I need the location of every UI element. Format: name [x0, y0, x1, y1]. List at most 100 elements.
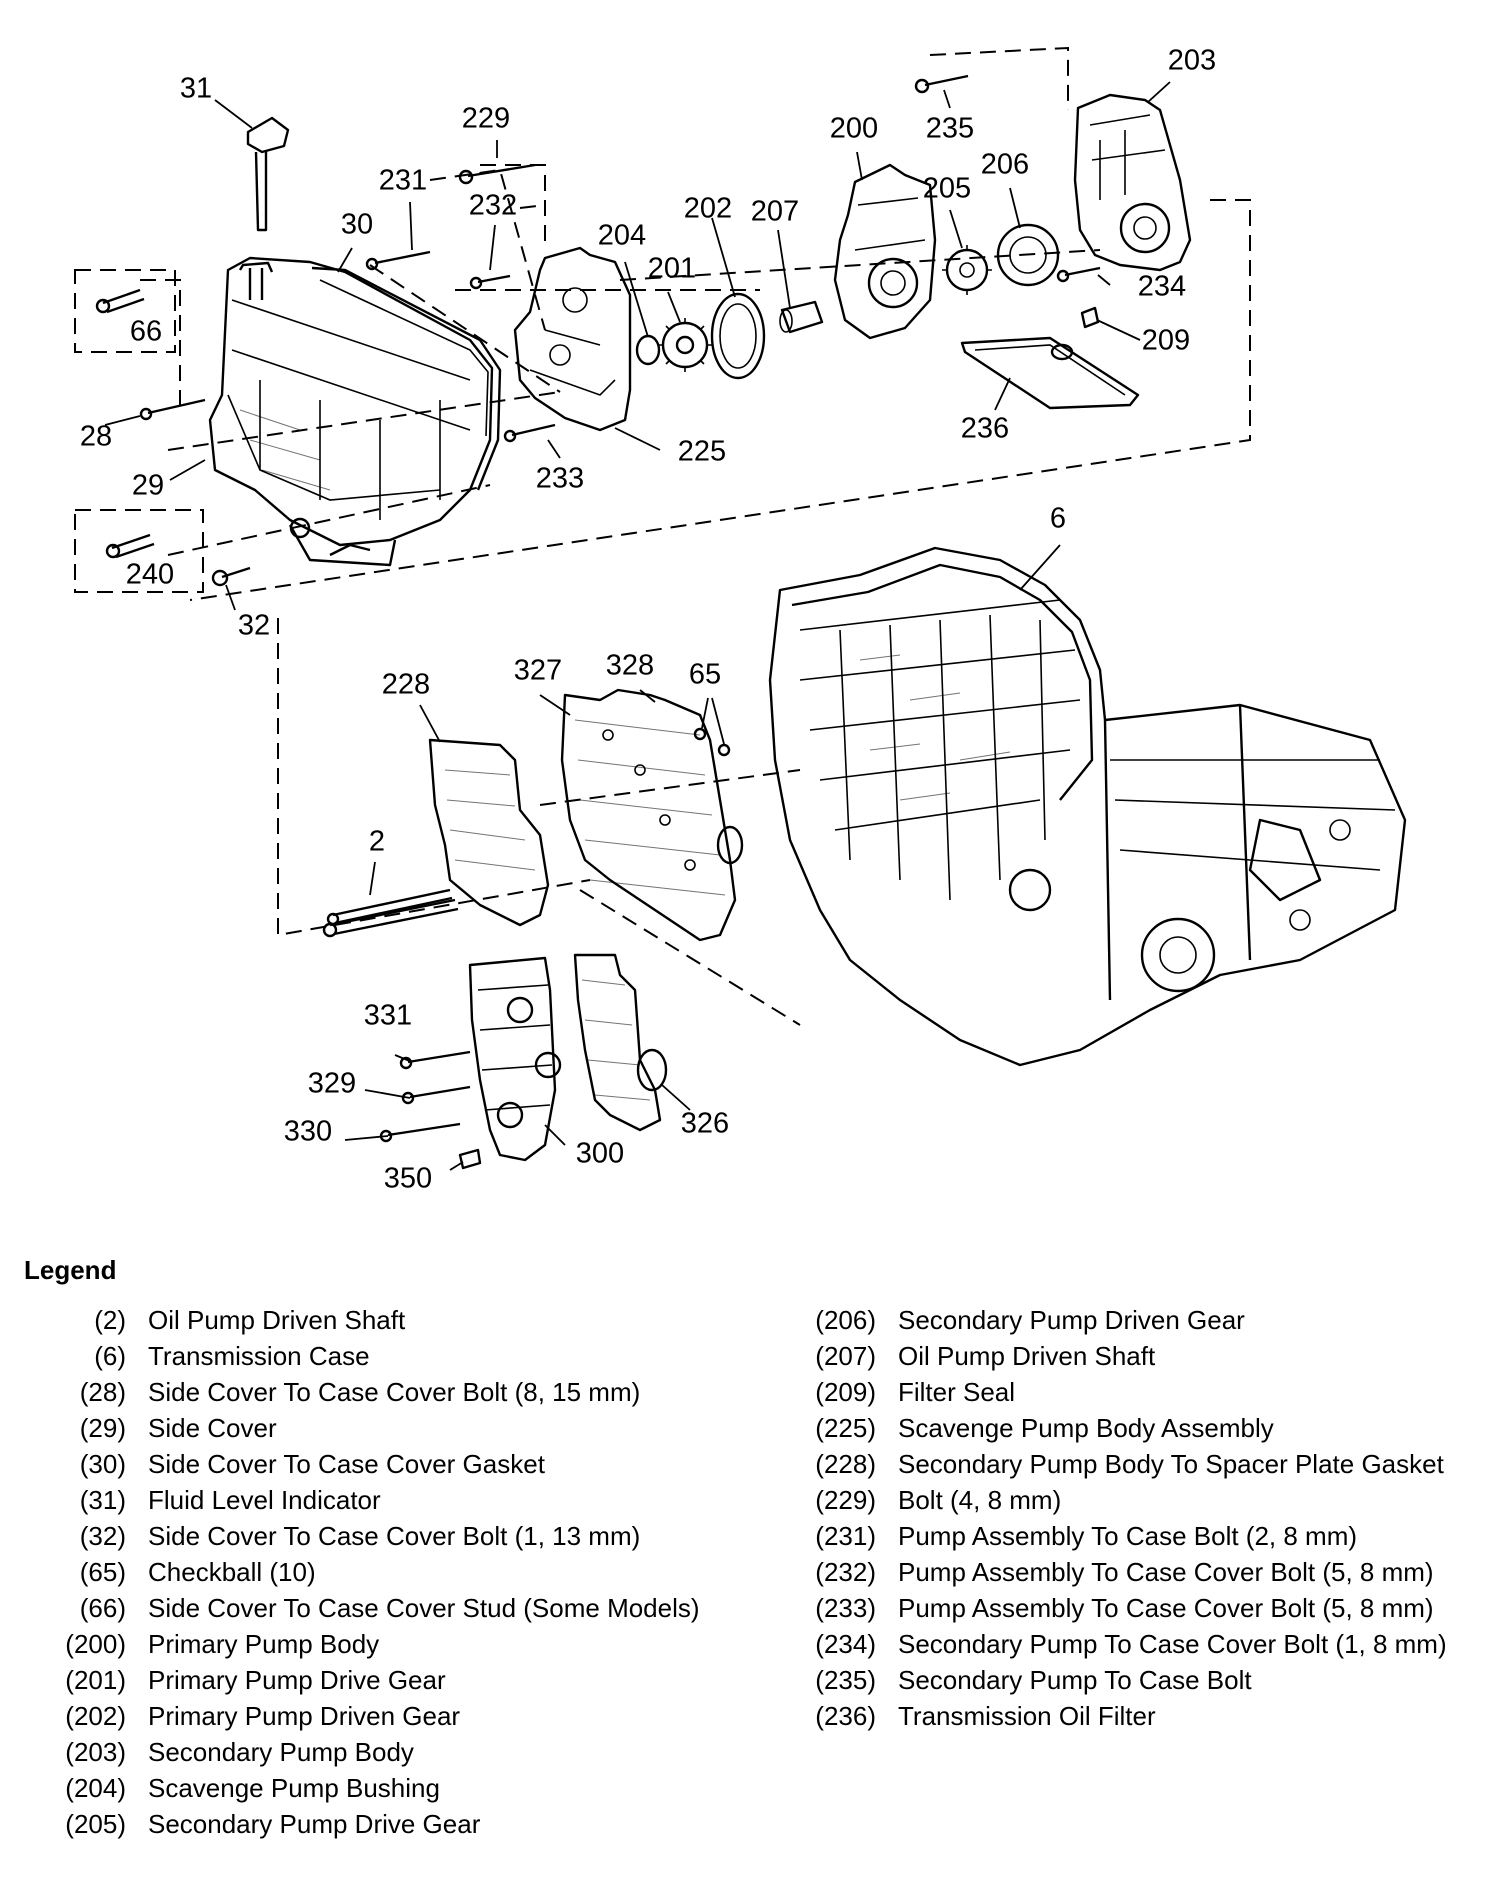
stud-66-box: [74, 269, 176, 353]
callout-229: 229: [462, 103, 510, 135]
legend-description: Primary Pump Driven Gear: [148, 1701, 461, 1731]
diagram-canvas: 31 229 231 232 30 204 202 207 201 200 20…: [74, 45, 1407, 1195]
callout-31: 31: [180, 73, 212, 105]
oil-pump-driven-shaft-2: [326, 888, 453, 926]
callout-labels: 31 229 231 232 30 204 202 207 201 200 20…: [80, 45, 1216, 1195]
callout-240: 240: [126, 559, 174, 591]
secondary-pump-body: [1073, 93, 1192, 272]
filter-seal: [1080, 306, 1100, 329]
fluid-level-indicator: [246, 116, 290, 232]
callout-350: 350: [384, 1163, 432, 1195]
legend-description: Pump Assembly To Case Cover Bolt (5, 8 m…: [898, 1557, 1434, 1587]
legend-description: Side Cover To Case Cover Gasket: [148, 1449, 545, 1479]
secondary-pump-drive-gear: [942, 245, 992, 295]
legend-item: (30) Side Cover To Case Cover Gasket: [40, 1449, 740, 1479]
legend-description: Oil Pump Driven Shaft: [898, 1341, 1156, 1371]
primary-pump-body: [833, 163, 937, 340]
legend-item: (2) Oil Pump Driven Shaft: [40, 1305, 740, 1335]
legend-item: (66)Side Cover To Case Cover Stud (Some …: [40, 1593, 740, 1623]
callout-331: 331: [364, 1000, 412, 1032]
legend-number: (30): [79, 1449, 126, 1479]
legend-number: (66): [79, 1593, 126, 1623]
legend-item: (204)Scavenge Pump Bushing: [40, 1773, 740, 1803]
legend-description: Pump Assembly To Case Cover Bolt (5, 8 m…: [898, 1593, 1434, 1623]
legend-number: (232): [815, 1557, 876, 1587]
legend-item: (6)Transmission Case: [40, 1341, 740, 1371]
legend-description: Side Cover To Case Cover Bolt (8, 15 mm): [148, 1377, 641, 1407]
legend-description: Transmission Oil Filter: [898, 1701, 1156, 1731]
callout-200: 200: [830, 113, 878, 145]
legend-description: Filter Seal: [898, 1377, 1016, 1407]
callout-207: 207: [751, 196, 799, 228]
legend-number: (209): [815, 1377, 876, 1407]
assembly-lines: [140, 46, 1251, 1026]
legend-number: (31): [79, 1485, 126, 1515]
legend-number: (205): [65, 1809, 126, 1839]
legend-number: (202): [65, 1701, 126, 1731]
checkball-b: [717, 743, 731, 757]
legend-item: (202) Primary Pump Driven Gear: [40, 1701, 740, 1731]
callout-225: 225: [678, 436, 726, 468]
callout-300: 300: [576, 1138, 624, 1170]
exploded-view-diagram: 31 229 231 232 30 204 202 207 201 200 20…: [74, 45, 1407, 1195]
legend-description: Side Cover To Case Cover Bolt (1, 13 mm): [148, 1521, 641, 1551]
legend-description: Pump Assembly To Case Bolt (2, 8 mm): [898, 1521, 1358, 1551]
legend-description: Secondary Pump To Case Bolt: [898, 1665, 1252, 1695]
legend-description: Checkball (10): [148, 1557, 316, 1587]
callout-29: 29: [132, 470, 164, 502]
legend-number: (32): [79, 1521, 126, 1551]
legend-description: Fluid Level Indicator: [148, 1485, 381, 1515]
legend-description: Scavenge Pump Body Assembly: [898, 1413, 1274, 1443]
callout-209: 209: [1142, 325, 1190, 357]
legend-item: (235)Secondary Pump To Case Bolt: [790, 1665, 1490, 1695]
legend-item: (200) Primary Pump Body: [40, 1629, 740, 1659]
side-cover-gasket: [311, 266, 502, 491]
callout-326: 326: [681, 1108, 729, 1140]
callout-204: 204: [598, 220, 646, 252]
valve-body-plate: [573, 953, 668, 1132]
legend-item: (228)Secondary Pump Body To Spacer Plate…: [790, 1449, 1490, 1479]
callout-235: 235: [926, 113, 974, 145]
transmission-oil-filter: [960, 336, 1140, 410]
callout-232: 232: [469, 190, 517, 222]
legend-number: (207): [815, 1341, 876, 1371]
spacer-plate: [560, 688, 744, 942]
legend-number: (229): [815, 1485, 876, 1515]
legend-description: Oil Pump Driven Shaft: [148, 1305, 406, 1335]
legend-description: Secondary Pump Body: [148, 1737, 414, 1767]
stud-240-box: [74, 509, 204, 593]
callout-329: 329: [308, 1068, 356, 1100]
callout-2: 2: [369, 826, 385, 858]
legend-item: (206)Secondary Pump Driven Gear: [790, 1305, 1490, 1335]
legend-item: (234)Secondary Pump To Case Cover Bolt (…: [790, 1629, 1490, 1659]
legend: Legend (2)Oil Pump Driven Shaft (6)Trans…: [0, 1255, 1504, 1875]
legend-number: (200): [65, 1629, 126, 1659]
legend-description: Primary Pump Drive Gear: [148, 1665, 446, 1695]
primary-pump-drive-gear: [658, 318, 712, 372]
legend-number: (225): [815, 1413, 876, 1443]
legend-item: (207) Oil Pump Driven Shaft: [790, 1341, 1490, 1371]
secondary-pump-driven-gear: [996, 223, 1060, 287]
callout-28: 28: [80, 421, 112, 453]
legend-description: Secondary Pump Drive Gear: [148, 1809, 481, 1839]
callout-234: 234: [1138, 271, 1186, 303]
legend-title: Legend: [24, 1255, 117, 1285]
legend-item: (65)Checkball (10): [40, 1557, 740, 1587]
callout-202: 202: [684, 193, 732, 225]
legend-number: (2): [94, 1305, 126, 1335]
legend-description: Secondary Pump To Case Cover Bolt (1, 8 …: [898, 1629, 1447, 1659]
callout-228: 228: [382, 669, 430, 701]
legend-number: (206): [815, 1305, 876, 1335]
legend-item: (201)Primary Pump Drive Gear: [40, 1665, 740, 1695]
legend-number: (236): [815, 1701, 876, 1731]
stud-66-icon: [95, 288, 145, 314]
legend-item: (233) Pump Assembly To Case Cover Bolt (5…: [790, 1593, 1490, 1623]
legend-column-right: (206)Secondary Pump Driven Gear (207) Oil…: [790, 1305, 1490, 1737]
legend-number: (6): [94, 1341, 126, 1371]
legend-item: (232) Pump Assembly To Case Cover Bolt (5…: [790, 1557, 1490, 1587]
callout-205: 205: [923, 173, 971, 205]
legend-number: (233): [815, 1593, 876, 1623]
legend-description: Primary Pump Body: [148, 1629, 380, 1659]
legend-description: Side Cover: [148, 1413, 277, 1443]
side-cover: [208, 256, 494, 567]
